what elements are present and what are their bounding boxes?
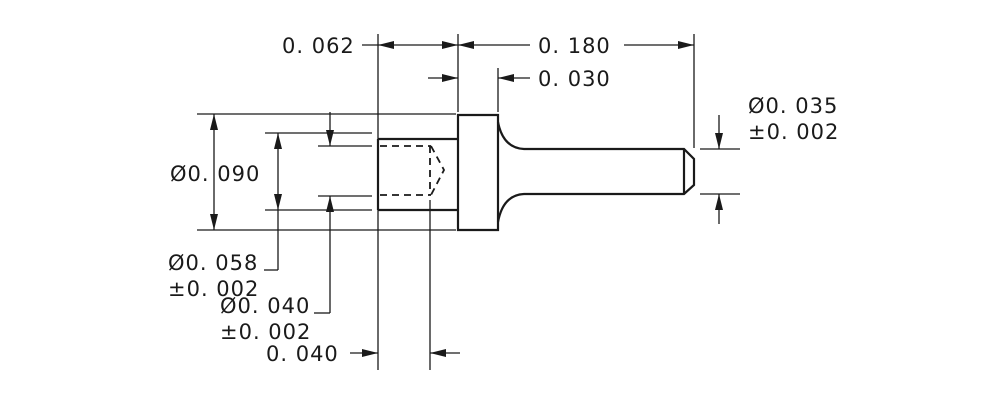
dim-bore-diameter: Ø0. 058 — [168, 251, 258, 275]
pin-shaft — [496, 121, 696, 223]
dim-overall-length: 0. 180 — [538, 34, 611, 58]
dim-flange-offset: 0. 062 — [282, 34, 355, 58]
hidden-bore — [380, 145, 446, 196]
extension-lines — [197, 34, 740, 370]
dim-pin-tolerance: ±0. 002 — [748, 120, 839, 144]
flange — [456, 113, 500, 232]
dim-hole-depth: 0. 040 — [266, 342, 339, 366]
dim-hole-diameter: Ø0. 040 — [220, 294, 310, 318]
dimension-labels: 0. 062 0. 180 0. 030 Ø0. 090 Ø0. 035 ±0.… — [168, 34, 839, 366]
part-outline — [376, 113, 696, 232]
dim-flange-diameter: Ø0. 090 — [170, 162, 260, 186]
dim-bore-tolerance: ±0. 002 — [168, 277, 259, 301]
body-stub — [376, 137, 458, 212]
dimension-lines — [210, 41, 723, 357]
dim-flange-thickness: 0. 030 — [538, 67, 611, 91]
dim-hole-tolerance: ±0. 002 — [220, 320, 311, 344]
dim-pin-diameter: Ø0. 035 — [748, 94, 838, 118]
